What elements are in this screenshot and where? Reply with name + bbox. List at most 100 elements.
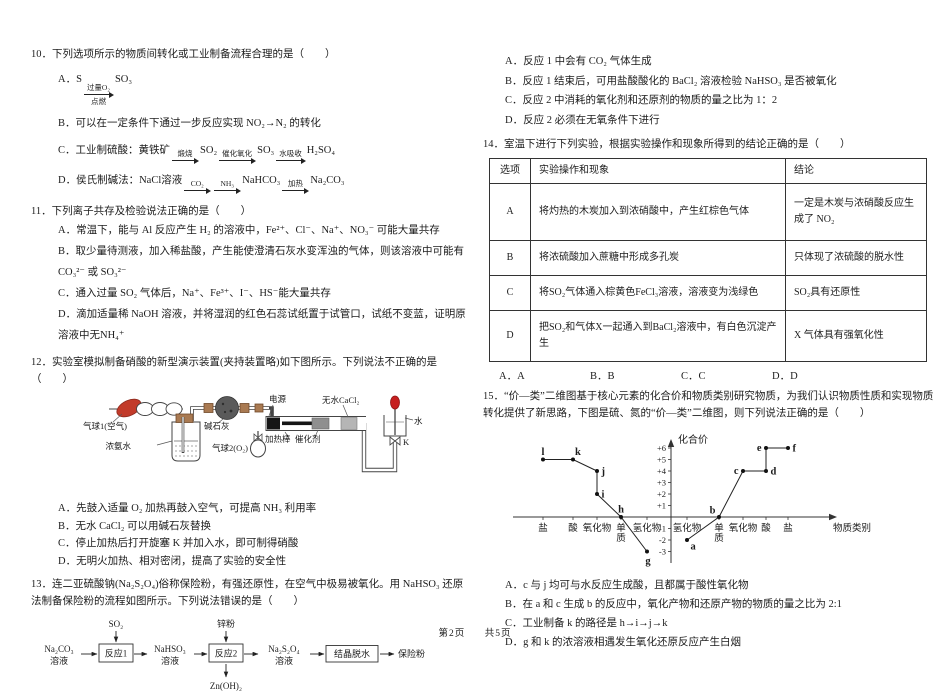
reaction-2-box — [208, 643, 244, 663]
soda-lime-ball — [215, 396, 239, 420]
y-tick-label: -3 — [659, 547, 666, 557]
equation-text: H₂SO₄ — [306, 145, 336, 156]
header-option: 选项 — [489, 158, 531, 184]
header-operation: 实验操作和现象 — [530, 158, 786, 184]
x-axis-title: 物质类别 — [833, 522, 871, 534]
question-13-option-c: C．反应 2 中消耗的氧化剂和还原剂的物质的量之比为 1：2 — [505, 95, 778, 106]
row-d-option: D — [489, 310, 531, 362]
x-tick-label: 氢化物 — [633, 522, 662, 534]
label-balloon1: 气球1(空气) — [83, 421, 127, 431]
equation-text: A．S — [58, 74, 82, 85]
tube-connector — [203, 403, 214, 413]
table-row: B 将浓硫酸加入蔗糖中形成多孔炭 只体现了浓硫酸的脱水性 — [489, 240, 927, 276]
question-10-stem: 10．下列选项所示的物质间转化或工业制备流程合理的是（ ） — [31, 49, 336, 60]
equation-text: D．侯氏制碱法：NaCl溶液 — [58, 175, 183, 186]
label-water: 水 — [414, 416, 423, 426]
question-11-option-a: A．常温下，能与 Al 反应产生 H₂ 的溶液中，Fe²⁺、Cl⁻、Na⁺、NO… — [58, 225, 440, 236]
y-tick-label: +4 — [657, 466, 667, 476]
reaction-arrow-icon: CO₂ — [184, 179, 212, 194]
question-11: 11．下列离子共存及检验说法正确的是（ ） A．常温下，能与 Al 反应产生 H… — [31, 203, 473, 346]
tube-connector — [239, 403, 250, 413]
data-point — [764, 446, 768, 450]
flow-mid-formula: NaHSO₃ — [154, 644, 186, 654]
row-a-option: A — [489, 183, 531, 241]
reaction-arrow-icon: 加热 — [282, 179, 310, 194]
flow-so2: SO₂ — [109, 619, 124, 629]
pump-bulb — [165, 402, 183, 416]
heating-rod-bar — [282, 421, 312, 426]
oxygen-balloon-icon — [250, 439, 266, 458]
page-total: 共5页 — [484, 629, 512, 639]
flow-byproduct: Zn(OH)₂ — [210, 681, 242, 691]
flow-box2-label: 反应2 — [215, 648, 238, 659]
question-13-option-b: B．反应 1 结束后，可用盐酸酸化的 BaCl₂ 溶液检验 NaHSO₃ 是否被… — [505, 75, 837, 87]
tube-connector — [254, 403, 264, 413]
question-11-stem: 11．下列离子共存及检验说法正确的是（ ） — [31, 206, 252, 217]
flow-output: 保险粉 — [398, 648, 425, 659]
row-d-operation: 把SO₂和气体X一起通入到BaCl₂溶液中，有白色沉淀产生 — [530, 310, 786, 362]
bottle-stopper — [175, 413, 194, 423]
label-power: 电源 — [269, 394, 287, 404]
question-14-stem: 14．室温下进行下列实验，根据实验操作和现象所得到的结论正确的是（ ） — [483, 139, 851, 150]
answer-c: C．C — [681, 371, 706, 382]
pump-bulb — [136, 402, 154, 416]
label-drying: 无水CaCl₂ — [322, 395, 359, 405]
label-heating-rod: 加热棒 — [265, 434, 291, 444]
flow-product-suffix: 溶液 — [275, 655, 293, 666]
data-point — [764, 469, 768, 473]
equation-text: SO₂ — [200, 145, 218, 156]
question-12-stem: 12．实验室模拟制备硝酸的新型演示装置(夹持装置略)如下图所示。下列说法不正确的… — [31, 357, 437, 385]
flow-mid-suffix: 溶液 — [161, 655, 179, 666]
question-13-option-d: D．反应 2 必须在无氧条件下进行 — [505, 114, 660, 126]
question-15-option-d: D．g 和 k 的浓溶液相遇发生氧化还原反应产生白烟 — [505, 637, 741, 648]
x-tick-label: 氧化物 — [583, 522, 612, 534]
y-tick-label: +5 — [657, 455, 666, 465]
label-ammonia: 浓氨水 — [105, 441, 131, 451]
y-tick-label: +6 — [657, 443, 666, 453]
point-label: d — [771, 467, 777, 478]
data-point — [571, 457, 575, 462]
question-12-option-d: D．无明火加热、相对密闭，提高了实验的安全性 — [58, 555, 287, 567]
x-tick-label: 酸 — [568, 522, 578, 534]
label-catalyst: 催化剂 — [295, 434, 321, 444]
crystallize-box — [325, 645, 379, 663]
x-tick-label: 氢化物 — [673, 522, 702, 534]
flow-input-suffix: 溶液 — [50, 655, 68, 666]
row-a-operation: 将灼热的木炭加入到浓硝酸中，产生红棕色气体 — [530, 183, 786, 241]
question-15-stem: 15．“价—类”二维图基于核心元素的化合价和物质类别研究物质，为我们认识物质性质… — [483, 391, 934, 419]
question-11-option-b: B．取少量待测液，加入稀盐酸，产生能使澄清石灰水变浑浊的气体，则该溶液中可能有C… — [58, 246, 465, 278]
x-tick-label: 酸 — [761, 522, 771, 534]
table-row: A 将灼热的木炭加入到浓硝酸中，产生红棕色气体 一定是木炭与浓硝酸反应生成了 N… — [489, 183, 927, 241]
right-column: A．反应 1 中会有 CO₂ 气体生成 B．反应 1 结束后，可用盐酸酸化的 B… — [483, 46, 941, 652]
question-12-option-b: B．无水 CaCl₂ 可以用碱石灰替换 — [58, 520, 211, 532]
reaction-1-box — [98, 643, 134, 663]
series-line — [686, 447, 788, 541]
row-a-conclusion: 一定是木炭与浓硝酸反应生成了 NO₂ — [785, 183, 927, 241]
table-row: D 把SO₂和气体X一起通入到BaCl₂溶液中，有白色沉淀产生 X 气体具有强氧… — [489, 310, 927, 362]
question-15-option-c: C．工业制备 k 的路径是 h→i→j→k — [505, 618, 668, 629]
row-b-conclusion: 只体现了浓硫酸的脱水性 — [785, 240, 927, 276]
y-axis-arrow-icon — [667, 439, 675, 447]
answer-d: D．D — [772, 371, 798, 382]
row-c-conclusion: SO₂具有还原性 — [785, 275, 927, 311]
reaction-arrow-icon: NH₃ — [214, 179, 242, 194]
y-tick-label: -2 — [659, 535, 666, 545]
data-point — [717, 515, 721, 519]
page-number: 第2页 — [438, 629, 466, 639]
row-c-option: C — [489, 275, 531, 311]
ammonia-bottle — [171, 421, 201, 462]
point-label: i — [602, 490, 605, 501]
data-point — [685, 538, 689, 542]
reaction-arrow-icon: 水吸收 — [276, 149, 306, 164]
flow-box3-label: 结晶脱水 — [334, 648, 370, 659]
series-line — [543, 459, 648, 552]
row-c-operation: 将SO₂气体通入棕黄色FeCl₃溶液，溶液变为浅绿色 — [530, 275, 786, 311]
equation-text: NaHCO₃ — [242, 175, 281, 186]
label-soda-lime: 碱石灰 — [204, 421, 230, 431]
row-d-conclusion: X 气体具有强氧化性 — [785, 310, 927, 362]
x-tick-label: 盐 — [538, 522, 548, 534]
reaction-arrow-icon: 催化氧化 — [219, 149, 257, 164]
